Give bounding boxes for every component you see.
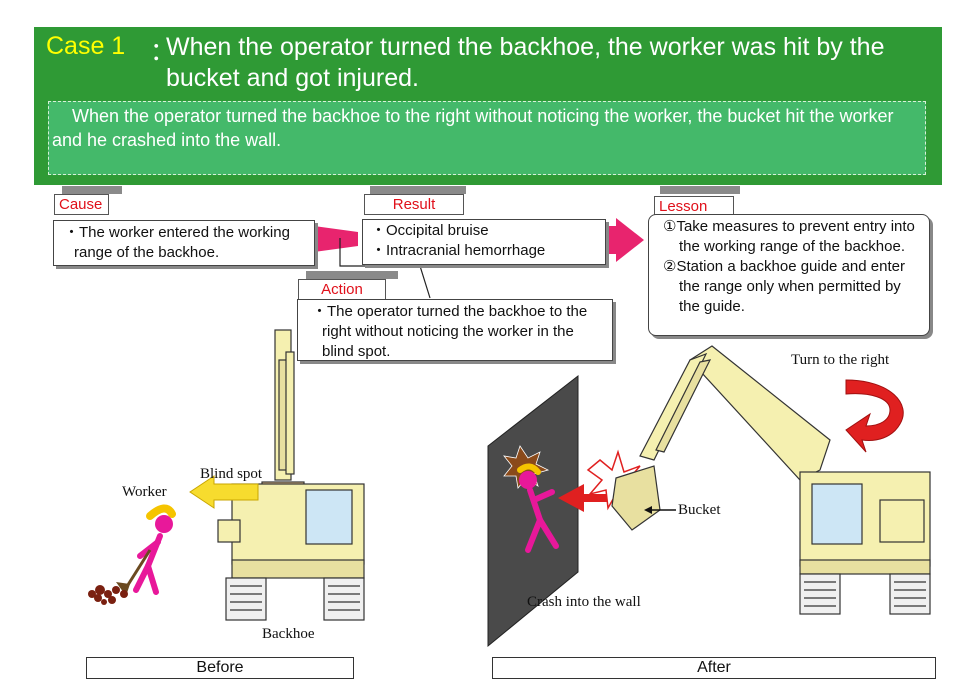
before-footer: Before bbox=[86, 657, 354, 679]
before-backhoe bbox=[217, 329, 365, 621]
action-line: ・The operator turned the backhoe to the … bbox=[312, 303, 588, 360]
case-title: When the operator turned the backhoe, th… bbox=[166, 33, 885, 92]
action-tab-shadow bbox=[306, 271, 398, 279]
action-tag: Action bbox=[298, 279, 386, 300]
cause-tab-shadow bbox=[62, 186, 122, 194]
case-description-box bbox=[48, 101, 926, 175]
blind-spot-label: Blind spot bbox=[200, 466, 263, 482]
soil-pile-icon bbox=[88, 585, 128, 605]
result-line-1: ・Occipital bruise bbox=[371, 222, 489, 239]
crash-wall-label: Crash into the wall bbox=[527, 594, 641, 610]
lesson-line-1: ①Take measures to prevent entry into the… bbox=[663, 218, 915, 255]
result-box: ・Occipital bruise ・Intracranial hemorrha… bbox=[362, 219, 606, 265]
worker-label: Worker bbox=[122, 484, 167, 500]
result-line-2: ・Intracranial hemorrhage bbox=[371, 242, 546, 259]
cause-line: ・The worker entered the working range of… bbox=[64, 224, 290, 261]
bucket-label: Bucket bbox=[678, 502, 721, 518]
lesson-scroll: ①Take measures to prevent entry into the… bbox=[648, 214, 930, 336]
action-connector bbox=[339, 238, 431, 299]
cause-tag: Cause bbox=[54, 194, 109, 215]
backhoe-label: Backhoe bbox=[262, 626, 315, 642]
case-colon: ： bbox=[150, 38, 176, 66]
blind-spot-arrow bbox=[189, 475, 259, 509]
action-box: ・The operator turned the backhoe to the … bbox=[297, 299, 613, 361]
turn-right-label: Turn to the right bbox=[791, 352, 890, 368]
result-tag: Result bbox=[364, 194, 464, 215]
lesson-line-2: ②Station a backhoe guide and enter the r… bbox=[663, 258, 905, 315]
after-backhoe bbox=[611, 345, 931, 615]
turn-right-arrow bbox=[845, 379, 904, 453]
result-tab-shadow bbox=[370, 186, 466, 194]
shovel bbox=[124, 549, 152, 589]
after-footer: After bbox=[492, 657, 936, 679]
case-number: Case 1 bbox=[46, 32, 126, 60]
lesson-tab-shadow bbox=[660, 186, 740, 194]
wall bbox=[487, 374, 579, 648]
result-to-lesson-arrow bbox=[604, 218, 644, 262]
push-arrow bbox=[558, 484, 608, 512]
cause-box: ・The worker entered the working range of… bbox=[53, 220, 315, 266]
before-worker-figure bbox=[133, 504, 176, 595]
after-worker-figure bbox=[517, 463, 559, 553]
case-description: When the operator turned the backhoe to … bbox=[52, 106, 894, 150]
cause-to-result-arrow bbox=[314, 226, 358, 252]
